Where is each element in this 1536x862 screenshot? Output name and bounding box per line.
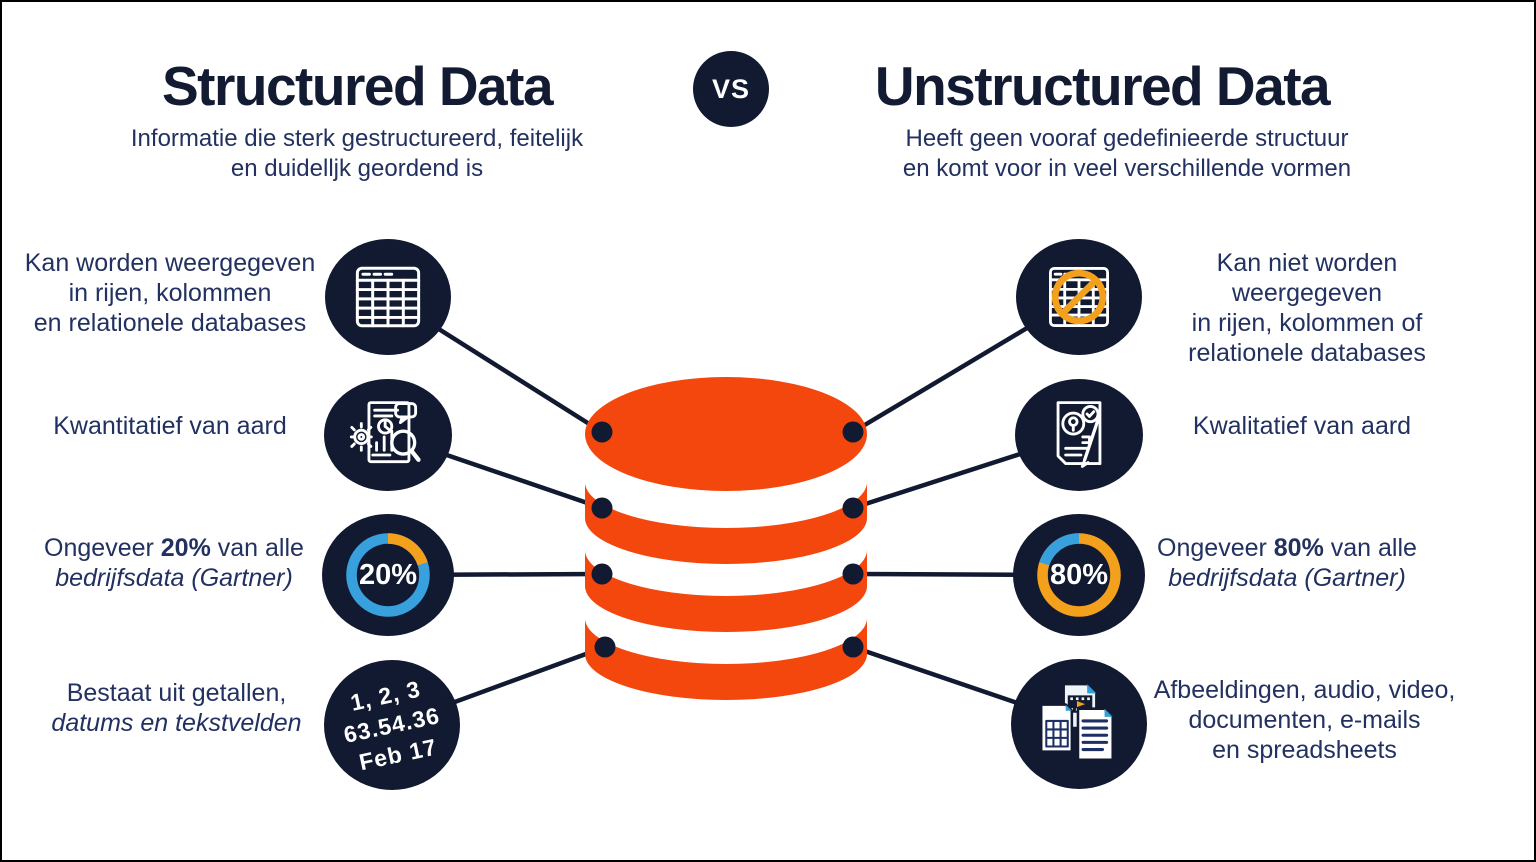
right-title: Unstructured Data bbox=[874, 55, 1331, 117]
left-title: Structured Data bbox=[161, 55, 554, 117]
left-row1-label: Kan worden weergegeven in rijen, kolomme… bbox=[10, 248, 330, 338]
label-line: Ongeveer 20% van alle bbox=[14, 533, 334, 563]
right-row4-label: Afbeeldingen, audio, video, documenten, … bbox=[1142, 675, 1467, 765]
label-line: Kan niet worden weergegeven bbox=[1216, 249, 1398, 307]
prohibition-slash bbox=[1059, 277, 1099, 317]
media-files-icon bbox=[1039, 682, 1115, 762]
label-segment: van alle bbox=[1323, 534, 1417, 562]
vs-badge: VS bbox=[693, 51, 769, 127]
donut-80-value: 80% bbox=[1049, 558, 1109, 591]
analytics-report-icon bbox=[349, 401, 421, 464]
right-row3-node: 80% bbox=[1013, 514, 1145, 636]
label-line: bedrijfsdata (Gartner) bbox=[1168, 564, 1406, 592]
label-line: in rijen, kolommen bbox=[68, 279, 272, 307]
donut-chart-80-ring bbox=[1037, 533, 1121, 617]
left-row4-label: Bestaat uit getallen, datums en tekstvel… bbox=[14, 678, 339, 738]
label-segment: Ongeveer bbox=[1157, 534, 1274, 562]
label-line: bedrijfsdata (Gartner) bbox=[55, 564, 293, 592]
label-line: Kwantitatief van aard bbox=[53, 412, 287, 440]
database-icon bbox=[585, 377, 867, 700]
left-subtitle-line2: en duidelljk geordend is bbox=[230, 155, 484, 182]
label-line: relationele databases bbox=[1188, 339, 1426, 367]
no-table-icon bbox=[1049, 267, 1109, 327]
table-icon bbox=[355, 266, 421, 328]
prohibition-circle bbox=[1051, 269, 1107, 325]
label-percent: 20% bbox=[160, 534, 211, 562]
vs-badge-label: VS bbox=[711, 73, 751, 104]
right-row1-label: Kan niet worden weergegeven in rijen, ko… bbox=[1147, 248, 1467, 368]
donut-chart-20-icon: 20% bbox=[322, 514, 454, 636]
label-line: datums en tekstvelden bbox=[51, 709, 302, 737]
left-row4-node: 1, 2, 3 63.54.36 Feb 17 bbox=[324, 660, 460, 790]
left-row1-node bbox=[325, 239, 451, 355]
donut-20-value: 20% bbox=[358, 558, 418, 591]
label-line: documenten, e-mails bbox=[1188, 706, 1421, 734]
left-subtitle: Informatie die sterk gestructureerd, fei… bbox=[82, 124, 632, 184]
right-row1-node bbox=[1016, 239, 1142, 355]
label-line: Kwalitatief van aard bbox=[1192, 412, 1412, 440]
donut-chart-20-ring bbox=[346, 533, 430, 617]
donut-chart-80-icon: 80% bbox=[1013, 514, 1145, 636]
connector-lines bbox=[385, 294, 1082, 728]
right-row2-label: Kwalitatief van aard bbox=[1142, 411, 1462, 441]
label-line: Afbeeldingen, audio, video, bbox=[1153, 676, 1456, 704]
left-row3-label: Ongeveer 20% van alle bedrijfsdata (Gart… bbox=[14, 533, 334, 593]
right-row2-node bbox=[1015, 379, 1143, 491]
left-row3-node: 20% bbox=[322, 514, 454, 636]
label-line: Kan worden weergegeven bbox=[24, 249, 316, 277]
label-segment: Ongeveer bbox=[44, 534, 161, 562]
label-line: en relationele databases bbox=[33, 309, 307, 337]
right-row4-node bbox=[1011, 659, 1147, 789]
right-row3-label: Ongeveer 80% van alle bedrijfsdata (Gart… bbox=[1127, 533, 1447, 593]
label-line: in rijen, kolommen of bbox=[1191, 309, 1423, 337]
right-subtitle-line1: Heeft geen vooraf gedefinieerde structuu… bbox=[905, 125, 1349, 152]
left-row2-node bbox=[324, 379, 452, 491]
left-row2-label: Kwantitatief van aard bbox=[10, 411, 330, 441]
right-subtitle: Heeft geen vooraf gedefinieerde structuu… bbox=[852, 124, 1402, 184]
left-subtitle-line1: Informatie die sterk gestructureerd, fei… bbox=[130, 125, 584, 152]
label-line: en spreadsheets bbox=[1212, 736, 1397, 764]
label-line: Ongeveer 80% van alle bbox=[1127, 533, 1447, 563]
label-segment: van alle bbox=[210, 534, 304, 562]
label-percent: 80% bbox=[1273, 534, 1324, 562]
connector-dots bbox=[591, 421, 864, 658]
label-line: Bestaat uit getallen, bbox=[66, 679, 287, 707]
numbers-dates-icon: 1, 2, 3 63.54.36 Feb 17 bbox=[335, 671, 449, 779]
right-subtitle-line2: en komt voor in veel verschillende vorme… bbox=[902, 155, 1352, 182]
qualitative-note-icon bbox=[1056, 401, 1102, 468]
